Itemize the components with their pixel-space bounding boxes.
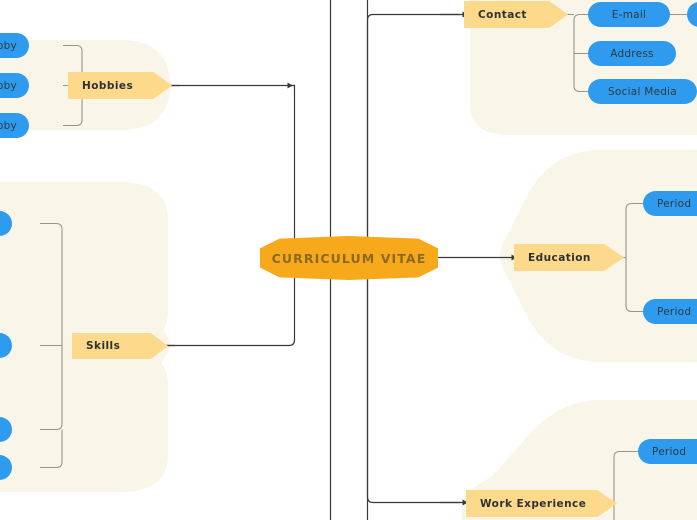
branch-node-education[interactable]: Education — [514, 244, 624, 271]
leaf-node-hobby-2[interactable]: Hobby — [0, 73, 29, 98]
leaf-label: E-mail — [611, 8, 647, 21]
leaf-node-email[interactable]: E-mail — [588, 2, 670, 27]
center-node-label: CURRICULUM VITAE — [271, 250, 427, 266]
leaf-node-hobby-3[interactable]: Hobby — [0, 113, 29, 138]
branch-label-work-experience: Work Experience — [480, 497, 587, 510]
leaf-label: Period — [657, 197, 692, 210]
leaf-label: Social Media — [607, 85, 677, 98]
leaf-label: Hobby — [0, 79, 17, 92]
leaf-label: Address — [610, 47, 654, 60]
leaf-node-skill-3[interactable]: Skill — [0, 417, 12, 442]
leaf-label: Hobby — [0, 39, 17, 52]
leaf-node-email-child[interactable] — [687, 2, 697, 27]
leaf-label: Hobby — [0, 119, 17, 132]
branch-label-skills: Skills — [86, 340, 121, 352]
leaf-node-work-period-1[interactable]: Period — [638, 439, 697, 464]
leaf-label: Period — [652, 445, 687, 458]
leaf-node-hobby-1[interactable]: Hobby — [0, 33, 29, 58]
branch-label-hobbies: Hobbies — [82, 79, 134, 92]
branch-node-skills[interactable]: Skills — [72, 333, 168, 359]
branch-node-work-experience[interactable]: Work Experience — [466, 490, 617, 517]
branch-label-contact: Contact — [478, 8, 527, 21]
center-node-curriculum-vitae[interactable]: CURRICULUM VITAE — [260, 236, 438, 280]
leaf-node-skill-2[interactable]: Skills — [0, 333, 12, 358]
leaf-node-social-media[interactable]: Social Media — [588, 79, 697, 104]
branch-node-contact[interactable]: Contact — [464, 1, 568, 28]
branch-label-education: Education — [528, 251, 591, 264]
leaf-node-skill-1[interactable]: Skills — [0, 211, 12, 236]
branch-node-hobbies[interactable]: Hobbies — [68, 72, 172, 99]
leaf-node-education-period-2[interactable]: Period — [643, 299, 697, 324]
leaf-node-skill-4[interactable]: Skills — [0, 455, 12, 480]
leaf-node-education-period-1[interactable]: Period — [643, 191, 697, 216]
leaf-label: Period — [657, 305, 692, 318]
leaf-node-address[interactable]: Address — [588, 41, 676, 66]
